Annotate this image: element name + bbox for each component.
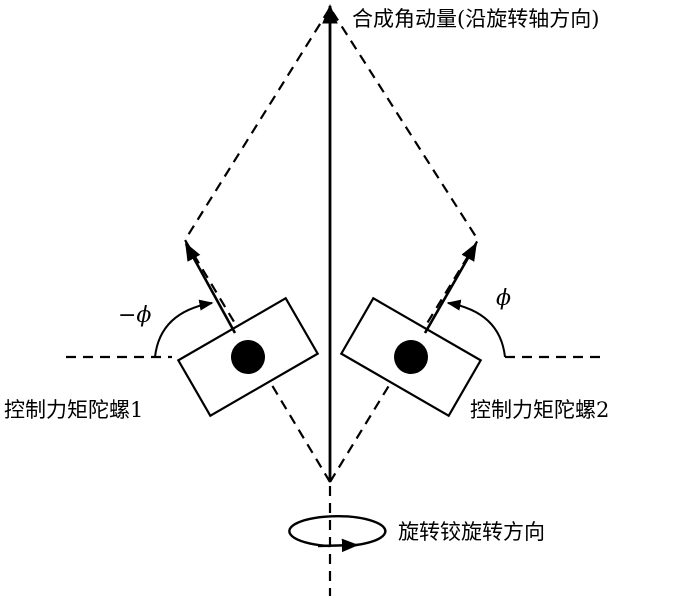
angle-label-right: ϕ [496,286,511,311]
gyro-1-label: 控制力矩陀螺1 [4,398,144,422]
resultant-momentum-label: 合成角动量(沿旋转轴方向) [352,7,600,31]
dashed-parallelogram-left [183,7,331,483]
gyro-1 [176,296,320,418]
gyro-2 [339,296,483,418]
rotation-direction-label: 旋转铰旋转方向 [398,520,545,544]
dashed-parallelogram-right [329,7,480,483]
gyro-1-momentum-arrow [184,242,237,334]
angle-arc-right [446,299,506,358]
gyro-2-label: 控制力矩陀螺2 [470,398,610,422]
angle-arc-left [154,299,214,358]
gyro-2-momentum-arrow [423,242,478,334]
rotation-direction-ellipse [288,514,387,548]
angle-label-left: −ϕ [118,303,152,328]
rotation-direction-arrow [317,538,359,553]
